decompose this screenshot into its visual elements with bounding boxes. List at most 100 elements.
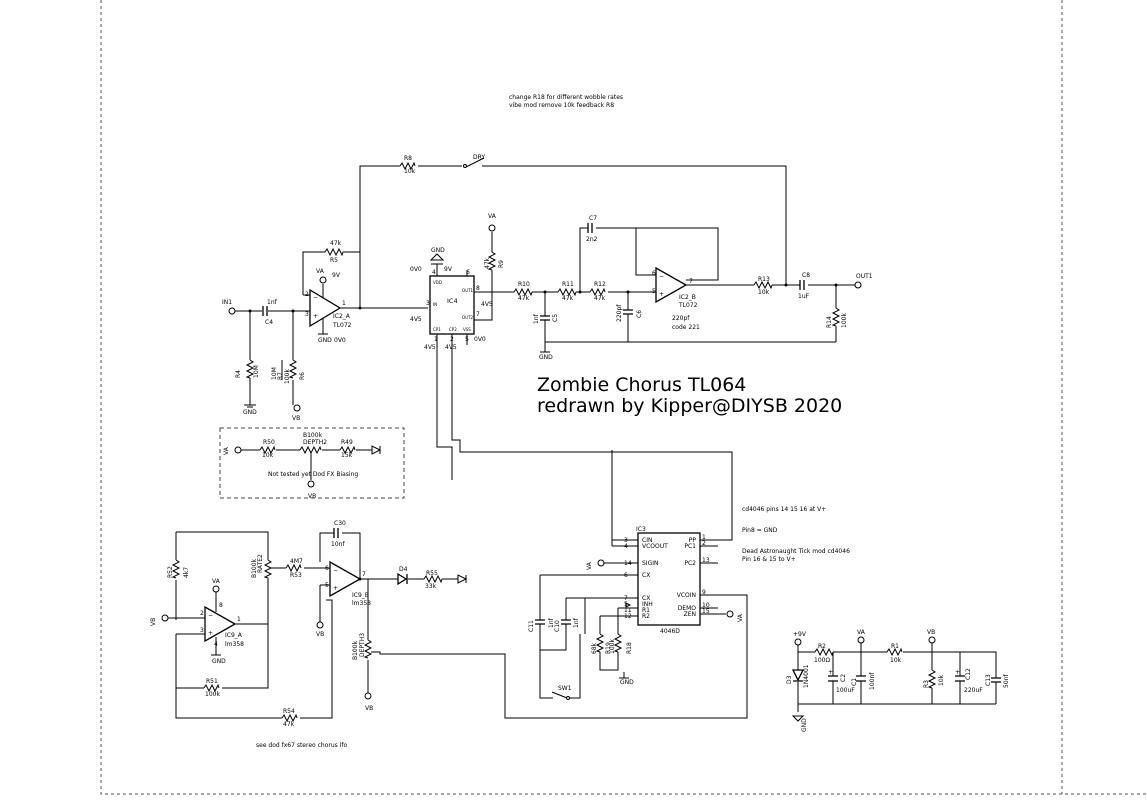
svg-text:C11: C11 <box>528 620 535 632</box>
svg-text:R6: R6 <box>299 372 306 380</box>
svg-text:2n2: 2n2 <box>586 236 598 243</box>
dry-switch[interactable]: DRY <box>463 154 486 168</box>
svg-text:lm358: lm358 <box>225 641 244 648</box>
svg-text:TL072: TL072 <box>678 302 698 309</box>
svg-text:47k: 47k <box>594 295 606 302</box>
note-wobble: change R18 for different wobble rates <box>509 94 623 101</box>
sw1-switch[interactable]: SW1 <box>551 685 572 700</box>
svg-text:+: + <box>313 313 318 320</box>
ic3-pin-name: SIGIN <box>642 560 659 567</box>
svg-text:VA: VA <box>586 561 593 570</box>
svg-text:100k: 100k <box>609 639 616 654</box>
svg-text:100nf: 100nf <box>869 672 876 690</box>
capacitor-c12 <box>955 675 965 682</box>
svg-text:1: 1 <box>434 336 438 343</box>
svg-text:4V5: 4V5 <box>481 301 493 308</box>
svg-text:C1: C1 <box>851 678 858 686</box>
svg-text:C30: C30 <box>334 520 346 527</box>
gnd-ic4 <box>429 253 445 261</box>
svg-text:R55: R55 <box>426 570 438 577</box>
svg-text:C4: C4 <box>265 319 273 326</box>
svg-text:VA: VA <box>316 268 325 275</box>
svg-text:R53: R53 <box>290 572 302 579</box>
opamp-ic2b: − + 6 5 7 IC2_B TL072 <box>652 266 698 309</box>
title-line2: redrawn by Kipper@DIYSB 2020 <box>537 395 842 417</box>
svg-text:220uF: 220uF <box>964 687 983 694</box>
svg-text:3: 3 <box>305 311 309 318</box>
svg-text:R51: R51 <box>206 678 218 685</box>
svg-text:47k: 47k <box>283 721 295 728</box>
input-jack[interactable]: IN1 <box>222 299 236 315</box>
svg-text:2: 2 <box>200 610 204 617</box>
power-supply: +9V R2 100Ω R1 10k VA VB D3 1N4001 + C2 … <box>786 629 1010 732</box>
ic3-pin-name: INH <box>642 601 653 608</box>
svg-text:GND: GND <box>243 409 257 416</box>
svg-text:D3: D3 <box>786 675 793 684</box>
svg-text:GND: GND <box>431 247 445 254</box>
resistor-r5 <box>324 247 344 257</box>
svg-text:GND: GND <box>318 337 332 344</box>
note-lfo: see dod fx67 stereo chorus lfo <box>256 742 347 749</box>
svg-text:lm358: lm358 <box>352 600 371 607</box>
resistor-r12 <box>589 287 606 297</box>
svg-text:220pf: 220pf <box>616 304 623 322</box>
svg-text:R1: R1 <box>891 643 899 650</box>
svg-text:−: − <box>313 294 318 301</box>
svg-text:C2: C2 <box>840 674 847 682</box>
svg-text:7: 7 <box>362 571 366 578</box>
svg-text:1nf: 1nf <box>573 617 580 628</box>
note-dead2: Pin 16 & 15 to V+ <box>742 556 796 563</box>
capacitor-c13 <box>991 677 1001 683</box>
resistor-r4 <box>245 359 255 379</box>
resistor-r55 <box>423 574 443 584</box>
diode-d4: D4 <box>397 566 408 586</box>
bias-output-arrow <box>371 445 382 455</box>
svg-text:3: 3 <box>200 627 204 634</box>
capacitor-c2 <box>828 675 838 682</box>
resistor-r50 <box>259 445 276 455</box>
svg-text:C5: C5 <box>552 314 559 322</box>
ic3-pin-name: R1 <box>642 607 650 614</box>
title-line1: Zombie Chorus TL064 <box>537 374 746 396</box>
svg-text:1uF: 1uF <box>798 293 810 300</box>
note-dead1: Dead Astronaught Tick mod cd4046 <box>742 548 850 555</box>
svg-text:9V: 9V <box>332 272 341 279</box>
svg-text:100uF: 100uF <box>836 687 855 694</box>
pot-depth3[interactable] <box>363 639 373 659</box>
ic3-pin-name: PC1 <box>684 543 696 550</box>
svg-text:IC2_A: IC2_A <box>333 313 351 320</box>
svg-text:1nf: 1nf <box>533 313 540 324</box>
capacitor-c8 <box>799 280 805 290</box>
svg-text:R9: R9 <box>498 260 505 268</box>
svg-text:GND: GND <box>212 658 226 665</box>
svg-text:10k: 10k <box>758 289 770 296</box>
pot-rate2[interactable] <box>263 559 273 579</box>
ic3-pin-num: 15 <box>702 608 710 615</box>
svg-text:RATE2: RATE2 <box>257 554 264 573</box>
svg-text:R52: R52 <box>167 566 174 578</box>
svg-text:B100k: B100k <box>303 432 323 439</box>
resistor-r49 <box>339 445 356 455</box>
svg-text:IC3: IC3 <box>636 526 646 533</box>
svg-text:R3: R3 <box>923 680 930 688</box>
note-pin8: Pin8 = GND <box>742 527 778 534</box>
svg-text:4V5: 4V5 <box>445 344 457 351</box>
svg-text:VA: VA <box>223 446 230 455</box>
svg-text:10k: 10k <box>262 452 274 459</box>
vb-terminal: VB <box>292 404 301 422</box>
svg-text:VA: VA <box>212 578 221 585</box>
svg-text:−: − <box>333 567 338 574</box>
svg-text:10k: 10k <box>404 168 416 175</box>
svg-text:8: 8 <box>219 602 223 609</box>
svg-text:1: 1 <box>237 616 241 623</box>
svg-text:GND: GND <box>801 718 808 732</box>
svg-text:0V0: 0V0 <box>410 266 422 273</box>
svg-text:100k: 100k <box>841 313 848 328</box>
svg-text:50nf: 50nf <box>1003 674 1010 688</box>
svg-text:VB: VB <box>927 629 935 636</box>
svg-text:47k: 47k <box>330 240 342 247</box>
ic3-pin-num: 11 <box>624 607 632 614</box>
svg-text:C7: C7 <box>589 215 597 222</box>
output-jack[interactable]: OUT1 <box>854 273 873 289</box>
ic3-pin-num: 13 <box>702 557 710 564</box>
